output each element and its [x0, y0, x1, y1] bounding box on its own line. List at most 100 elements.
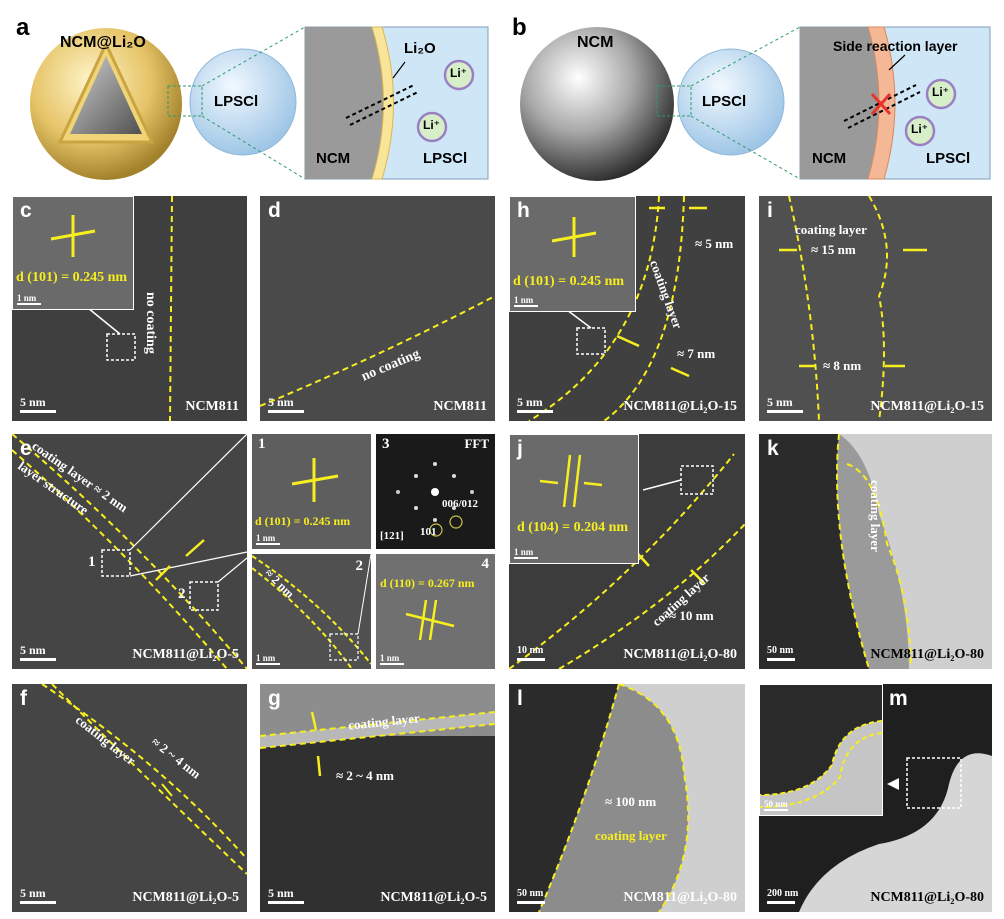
panel-letter-i: i	[767, 199, 773, 222]
panel-i-scale-bar: 5 nm	[767, 396, 803, 413]
panel-c-caption: NCM811	[185, 399, 239, 414]
panel-l-scale-bar: 50 nm	[517, 887, 545, 904]
panel-k: k coating layer 50 nm NCM811@Li₂O-80	[759, 434, 992, 669]
panel-e-sub4: 4 d (110) = 0.267 nm 1 nm	[376, 554, 495, 669]
panel-i-thickness-bottom: ≈ 8 nm	[823, 358, 862, 373]
panel-l-caption: NCM811@Li₂O-80	[623, 890, 737, 905]
panel-e-sub1-scale: 1 nm	[256, 533, 276, 543]
panel-i-thickness-top: ≈ 15 nm	[811, 242, 856, 257]
li-ion-label-b1: Li⁺	[932, 85, 949, 99]
panel-j: 1 nm j d (104) = 0.204 nm coating layer …	[509, 434, 745, 669]
panel-letter-d: d	[268, 199, 281, 222]
panel-m: 50 nm m 200 nm NCM811@Li₂O-80	[759, 684, 992, 912]
panel-g-caption: NCM811@Li₂O-5	[380, 890, 487, 905]
label-ncm-zoom-b: NCM	[812, 150, 847, 167]
label-li2o-zoom: Li₂O	[404, 40, 436, 57]
panel-l-thickness: ≈ 100 nm	[605, 794, 657, 809]
panel-e-box-2-label: 2	[178, 586, 186, 602]
panel-letter-b: b	[512, 14, 527, 41]
panel-m-inset-scale: 50 nm	[764, 799, 788, 809]
panel-j-inset: 1 nm	[509, 434, 639, 564]
panel-g-thickness: ≈ 2 ~ 4 nm	[336, 768, 394, 783]
panel-i: i coating layer ≈ 15 nm ≈ 8 nm 5 nm NCM8…	[759, 196, 992, 421]
lpscl-sphere-a	[189, 48, 297, 156]
panel-i-annotation: coating layer	[795, 222, 867, 237]
panel-e-sub2-num: 2	[355, 558, 364, 574]
panel-c: 1 nm c d (101) = 0.245 nm no coating 5 n…	[12, 196, 247, 421]
panel-m-caption: NCM811@Li₂O-80	[870, 890, 984, 905]
label-ncm: NCM	[577, 34, 614, 51]
panel-letter-m: m	[889, 687, 908, 710]
panel-e-sub4-scale: 1 nm	[380, 653, 400, 663]
panel-e-sub1-d-spacing: d (101) = 0.245 nm	[255, 514, 351, 528]
panel-e-sub2: 2 ≈ 2 nm 1 nm	[252, 554, 371, 669]
label-lpscl-a: LPSCl	[214, 93, 259, 110]
panel-letter-a: a	[16, 14, 30, 41]
panel-letter-f: f	[20, 687, 27, 710]
panel-e-box-1-label: 1	[88, 554, 96, 570]
panel-e-sub4-d-spacing: d (110) = 0.267 nm	[380, 576, 475, 590]
li-ion-b2	[904, 115, 936, 147]
panel-c-inset-scale: 1 nm	[17, 293, 37, 303]
panel-h: 1 nm h d (101) = 0.245 nm ≈ 5 nm ≈ 7 nm …	[509, 196, 745, 421]
panel-m-scale-bar: 200 nm	[767, 887, 798, 904]
panel-e-sub4-num: 4	[481, 556, 490, 572]
panel-g: g coating layer ≈ 2 ~ 4 nm 5 nm NCM811@L…	[260, 684, 495, 912]
panel-c-d-spacing: d (101) = 0.245 nm	[16, 270, 128, 285]
panel-c-scale-bar: 5 nm	[20, 396, 56, 413]
panel-letter-c: c	[20, 199, 32, 222]
panel-d-scale-bar: 5 nm	[268, 396, 304, 413]
panel-h-inset-scale: 1 nm	[514, 295, 534, 305]
label-lpscl-zoom-b: LPSCl	[926, 150, 971, 167]
panel-e: e coating layer ≈ 2 nm layer structure 1…	[12, 434, 247, 669]
panel-j-caption: NCM811@Li₂O-80	[623, 647, 737, 662]
panel-e-sub1-num: 1	[258, 436, 266, 452]
schematic-b	[520, 26, 991, 181]
schematic-a	[30, 26, 489, 180]
panel-letter-j: j	[517, 437, 523, 460]
panel-l: l ≈ 100 nm coating layer 50 nm NCM811@Li…	[509, 684, 745, 912]
panel-letter-h: h	[517, 199, 530, 222]
panel-f-caption: NCM811@Li₂O-5	[132, 890, 239, 905]
panel-k-scale-bar: 50 nm	[767, 644, 795, 661]
li-ion-a2	[416, 111, 448, 143]
panel-j-scale-bar: 10 nm	[517, 644, 545, 661]
label-lpscl-b: LPSCl	[702, 93, 747, 110]
panel-j-d-spacing: d (104) = 0.204 nm	[517, 520, 629, 535]
panel-f-scale-bar: 5 nm	[20, 887, 56, 904]
panel-j-inset-scale: 1 nm	[514, 547, 534, 557]
panel-h-caption: NCM811@Li₂O-15	[623, 399, 737, 414]
panel-k-annotation: coating layer	[868, 480, 883, 552]
panel-letter-e: e	[20, 437, 32, 460]
li-ion-a1	[443, 59, 475, 91]
panel-f: f coating layer ≈ 2 ~ 4 nm 5 nm NCM811@L…	[12, 684, 247, 912]
panel-e-caption: NCM811@Li₂O-5	[132, 647, 239, 662]
ncm-sphere	[520, 27, 674, 181]
panel-e-sub3-fft: 3 FFT 006/012 101 [121]	[376, 434, 495, 549]
panel-letter-g: g	[268, 687, 281, 710]
li-ion-label-b2: Li⁺	[911, 122, 928, 136]
li-ion-label-a2: Li⁺	[423, 118, 440, 132]
panel-h-thickness-top: ≈ 5 nm	[695, 236, 734, 251]
panel-c-annotation: no coating	[143, 292, 158, 354]
panel-h-inset: 1 nm	[509, 196, 636, 312]
panel-h-scale-bar: 5 nm	[517, 396, 553, 413]
label-lpscl-zoom-a: LPSCl	[423, 150, 468, 167]
panel-l-annotation: coating layer	[595, 828, 667, 843]
panel-d: d no coating 5 nm NCM811	[260, 196, 495, 421]
lpscl-sphere-b	[677, 48, 785, 156]
label-ncm-zoom-a: NCM	[316, 150, 351, 167]
panel-j-thickness: ≈ 10 nm	[669, 608, 714, 623]
panel-h-thickness-bottom: ≈ 7 nm	[677, 346, 716, 361]
panel-h-d-spacing: d (101) = 0.245 nm	[513, 274, 625, 289]
panel-e-sub3-spot-a: 006/012	[442, 498, 479, 510]
panel-e-sub3-zone: [121]	[380, 530, 404, 542]
panel-i-caption: NCM811@Li₂O-15	[870, 399, 984, 414]
panel-e-sub3-spot-b: 101	[420, 526, 437, 538]
panel-letter-l: l	[517, 687, 523, 710]
panel-d-caption: NCM811	[433, 399, 487, 414]
panel-e-sub1: 1 d (101) = 0.245 nm 1 nm	[252, 434, 371, 549]
li-ion-label-a1: Li⁺	[450, 66, 467, 80]
panel-letter-k: k	[767, 437, 779, 460]
li-ion-b1	[925, 78, 957, 110]
